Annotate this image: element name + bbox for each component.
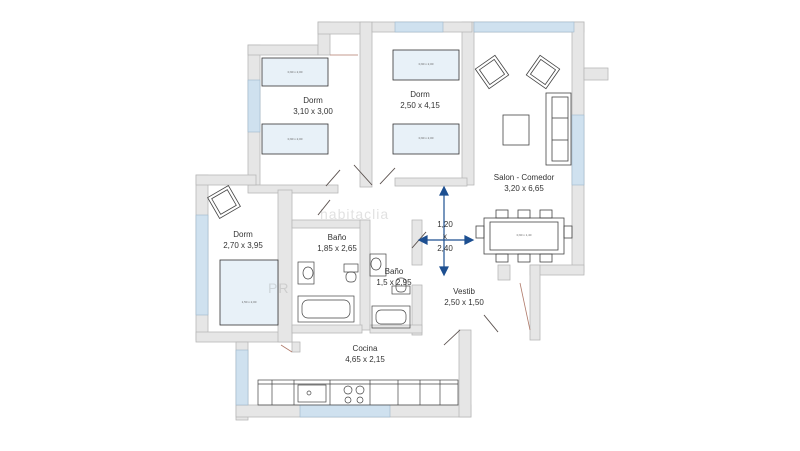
room-dims: 3,10 x 3,00 — [293, 107, 333, 116]
dimension-height: 2,40 — [437, 244, 453, 253]
room-label: Vestib 2,50 x 1,50 — [444, 286, 484, 308]
room-name: Dorm — [303, 96, 323, 105]
bed-size-label: 0,90 x 2,00 — [287, 70, 303, 74]
dimension-arrows — [417, 185, 475, 277]
dimension-label: 1,20 x 2,40 — [433, 219, 457, 255]
bed-size-label: 0,90 x 2,00 — [418, 136, 434, 140]
bed-top-right-upper — [392, 49, 460, 81]
room-label: Dorm 3,10 x 3,00 — [293, 95, 333, 117]
dimension-x: x — [443, 232, 447, 241]
bed-top-left-upper — [261, 57, 329, 87]
room-dims: 1,5 x 2,95 — [376, 278, 412, 287]
room-dims: 4,65 x 2,15 — [345, 355, 385, 364]
room-dims: 3,20 x 6,65 — [504, 184, 544, 193]
room-name: Vestib — [453, 287, 475, 296]
sofa — [545, 92, 572, 166]
room-label: Dorm 2,70 x 3,95 — [223, 229, 263, 251]
door-swing-dark — [317, 164, 499, 346]
bed-size-label: 0,90 x 2,00 — [418, 62, 434, 66]
bed-top-left-lower — [261, 123, 329, 155]
room-name: Baño — [384, 267, 404, 276]
room-label: Dorm 2,50 x 4,15 — [400, 89, 440, 111]
room-label: Baño 1,85 x 2,65 — [317, 232, 357, 254]
windows — [195, 21, 585, 418]
room-name: Baño — [327, 233, 347, 242]
bed-double — [219, 259, 279, 326]
room-name: Dorm — [233, 230, 253, 239]
bath2-fixtures — [369, 253, 411, 329]
armchairs — [207, 54, 561, 219]
coffee-table — [502, 114, 530, 146]
watermark: habitaclia — [320, 206, 390, 222]
room-label: Cocina 4,65 x 2,15 — [345, 343, 385, 365]
bed-size-label: 1,50 x 2,00 — [241, 300, 257, 304]
room-dims: 1,85 x 2,65 — [317, 244, 357, 253]
room-name: Dorm — [410, 90, 430, 99]
dining-set — [475, 209, 573, 263]
room-dims: 2,50 x 4,15 — [400, 101, 440, 110]
room-name: Cocina — [352, 344, 378, 353]
kitchen-counter — [257, 379, 459, 406]
bed-top-right-lower — [392, 123, 460, 155]
bath1-fixtures — [297, 261, 359, 323]
room-dims: 2,50 x 1,50 — [444, 298, 484, 307]
bed-size-label: 0,90 x 2,00 — [287, 137, 303, 141]
room-dims: 2,70 x 3,95 — [223, 241, 263, 250]
table-size-label: 0,90 x 1,40 — [516, 233, 532, 237]
watermark: PR — [268, 280, 290, 296]
room-label: Baño 1,5 x 2,95 — [376, 266, 411, 288]
dimension-width: 1,20 — [437, 220, 453, 229]
room-label: Salon - Comedor 3,20 x 6,65 — [494, 172, 554, 194]
room-name: Salon - Comedor — [493, 173, 555, 182]
